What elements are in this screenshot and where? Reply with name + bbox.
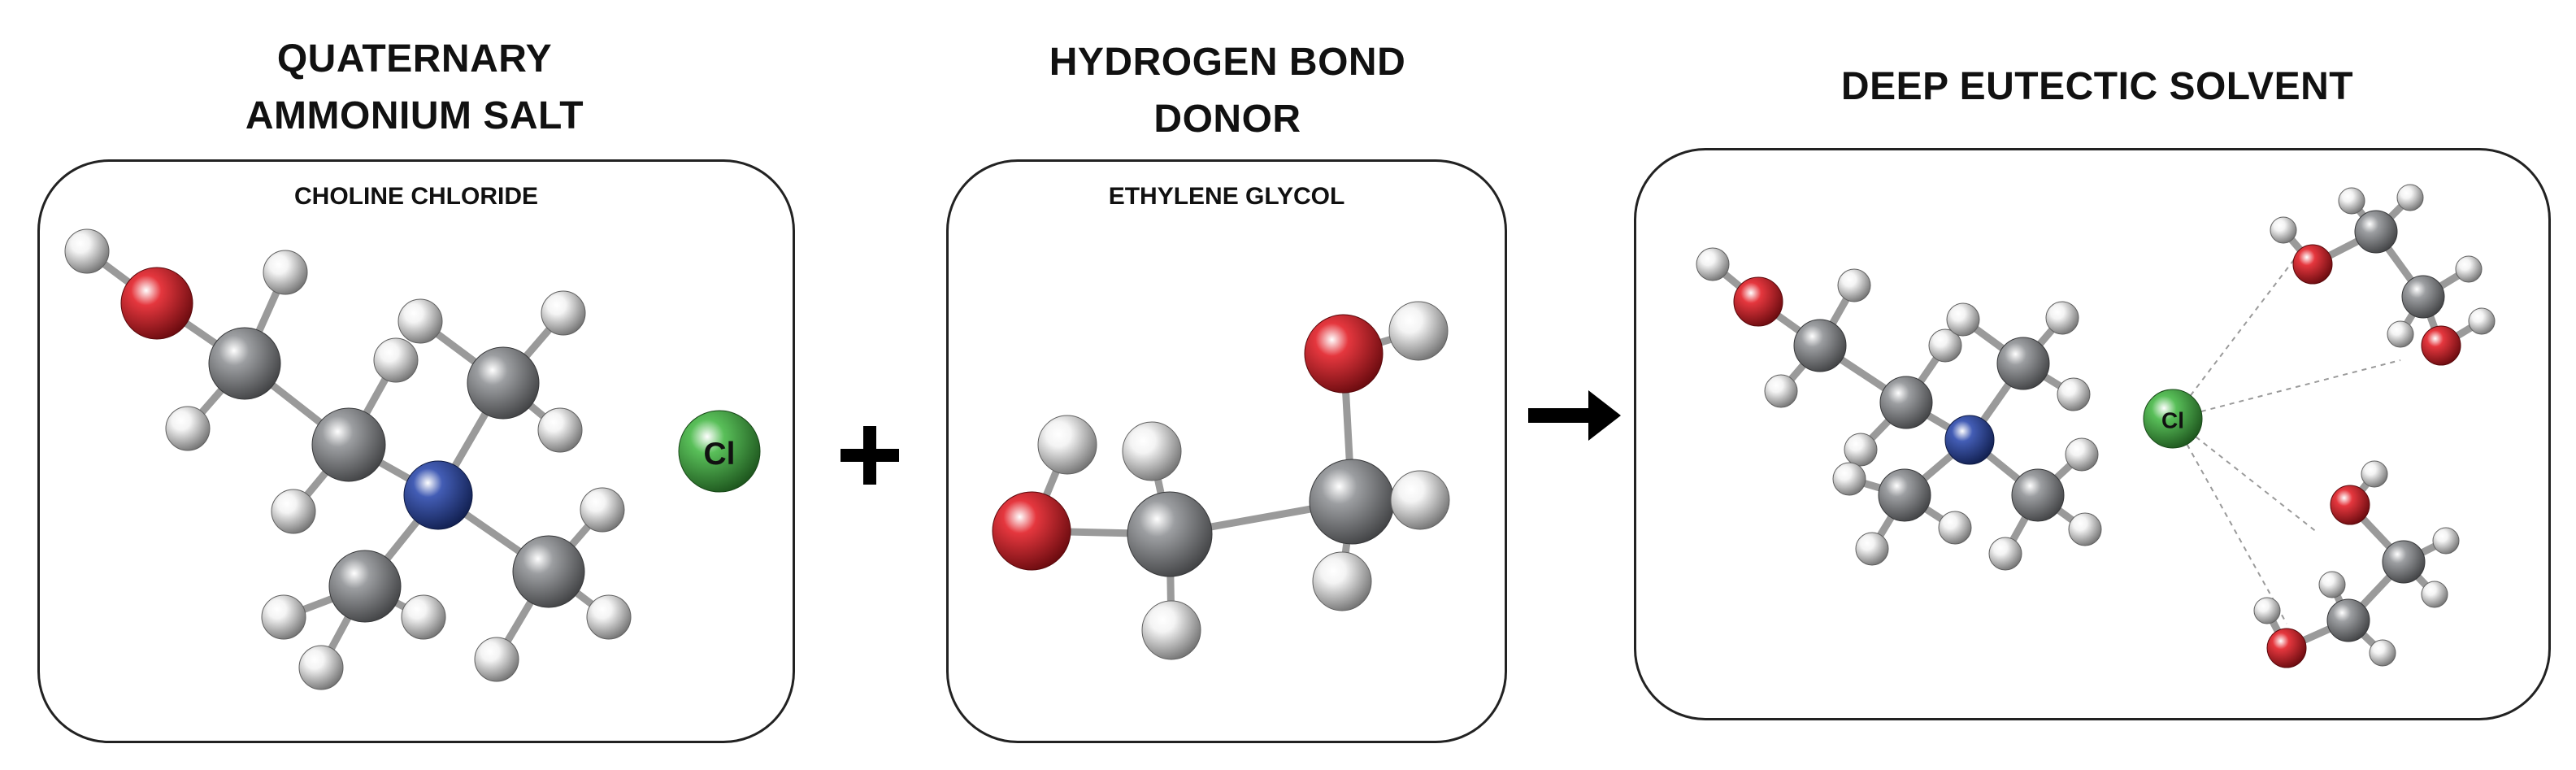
- nitrogen-atom: [403, 460, 473, 530]
- hydrogen-atom: [2318, 571, 2346, 598]
- hydrogen-atom: [1390, 470, 1450, 530]
- oxygen-atom: [2292, 244, 2333, 285]
- carbon-atom: [2326, 598, 2370, 642]
- hydrogen-atom: [2045, 301, 2079, 335]
- hydrogen-atom: [401, 594, 446, 640]
- hydrogen-atom: [64, 228, 110, 274]
- carbon-atom: [1309, 459, 1395, 545]
- hydrogen-atom: [1946, 302, 1980, 337]
- carbon-atom: [208, 327, 281, 400]
- donor-heading: HYDROGEN BOND DONOR: [1000, 34, 1455, 148]
- hydrogen-atom: [1696, 247, 1730, 281]
- oxygen-atom: [2421, 325, 2461, 366]
- hydrogen-atom: [165, 406, 211, 451]
- hydrogen-atom: [537, 407, 583, 453]
- donor-heading-line1: HYDROGEN BOND: [1049, 41, 1406, 84]
- hydrogen-atom: [541, 290, 586, 336]
- hydrogen-atom: [1938, 511, 1972, 545]
- hydrogen-atom: [1312, 551, 1372, 611]
- hydrogen-atom: [1837, 268, 1871, 302]
- hydrogen-atom: [1122, 421, 1182, 481]
- des-heading: DEEP EUTECTIC SOLVENT: [1731, 59, 2463, 115]
- ethylene-glycol-panel: ETHYLENE GLYCOL: [946, 159, 1507, 743]
- hydrogen-atom: [1388, 301, 1449, 361]
- hydrogen-atom: [298, 645, 344, 690]
- oxygen-atom: [992, 491, 1071, 571]
- hydrogen-atom: [397, 298, 443, 344]
- hydrogen-atom: [271, 489, 316, 534]
- oxygen-atom: [120, 267, 193, 340]
- hydrogen-atom: [580, 487, 625, 533]
- choline-chloride-label: CHOLINE CHLORIDE: [294, 183, 538, 210]
- oxygen-atom: [2330, 485, 2370, 525]
- carbon-atom: [2382, 540, 2426, 584]
- hydrogen-atom: [261, 594, 306, 640]
- chlorine-atom: [2143, 389, 2203, 449]
- deep-eutectic-solvent-panel: Cl: [1634, 148, 2551, 720]
- des-heading-text: DEEP EUTECTIC SOLVENT: [1840, 65, 2354, 108]
- carbon-atom: [311, 407, 386, 482]
- salt-heading-line1: QUATERNARY: [276, 37, 553, 80]
- hydrogen-atom: [474, 637, 519, 682]
- ethylene-glycol-label: ETHYLENE GLYCOL: [1108, 183, 1345, 210]
- hydrogen-atom: [1037, 415, 1097, 475]
- chloride-label: Cl: [2161, 408, 2184, 433]
- oxygen-atom: [1304, 314, 1384, 394]
- right-arrow-icon: [1528, 390, 1621, 441]
- carbon-atom: [328, 550, 402, 623]
- chlorine-atom: [678, 410, 761, 493]
- hydrogen-bond-line: [2172, 418, 2287, 624]
- hydrogen-bond-line: [2172, 418, 2318, 533]
- choline-chloride-molecule: Cl: [64, 228, 761, 690]
- hydrogen-atom: [1855, 532, 1889, 566]
- choline-chloride-panel: CHOLINE CHLORIDE Cl: [37, 159, 795, 743]
- hydrogen-atom: [2468, 307, 2496, 335]
- carbon-atom: [1793, 319, 1847, 372]
- hydrogen-atom: [1988, 537, 2022, 571]
- salt-heading-line2: AMMONIUM SALT: [245, 94, 584, 137]
- carbon-atom: [2354, 210, 2398, 254]
- carbon-atom: [2401, 275, 2445, 319]
- ethylene-glycol-molecule: [992, 301, 1450, 660]
- carbon-atom: [512, 535, 585, 608]
- hydrogen-atom: [2421, 581, 2448, 608]
- hydrogen-atom: [2455, 255, 2483, 283]
- hydrogen-atom: [2068, 512, 2102, 546]
- hydrogen-atom: [2270, 216, 2297, 244]
- carbon-atom: [2011, 468, 2065, 522]
- hydrogen-atom: [2369, 639, 2396, 667]
- oxygen-atom: [2266, 628, 2307, 668]
- hydrogen-atom: [2387, 320, 2414, 348]
- hydrogen-atom: [2338, 187, 2365, 215]
- donor-heading-line2: DONOR: [1153, 98, 1301, 141]
- hydrogen-bond-line: [2172, 359, 2401, 420]
- hydrogen-atom: [1928, 328, 1962, 363]
- carbon-atom: [1996, 337, 2050, 390]
- carbon-atom: [1127, 491, 1213, 577]
- nitrogen-atom: [1944, 415, 1995, 465]
- plus-icon: [841, 426, 899, 485]
- oxygen-atom: [1733, 276, 1783, 327]
- hydrogen-atom: [2432, 527, 2460, 555]
- hydrogen-atom: [263, 250, 308, 295]
- chloride-label: Cl: [704, 437, 736, 472]
- hydrogen-atom: [1764, 374, 1798, 408]
- salt-heading: QUATERNARY AMMONIUM SALT: [187, 31, 642, 145]
- hydrogen-atom: [2361, 460, 2388, 488]
- hydrogen-atom: [2057, 377, 2091, 411]
- hydrogen-atom: [586, 594, 632, 640]
- hydrogen-atom: [2396, 184, 2424, 211]
- hydrogen-atom: [2065, 437, 2099, 472]
- carbon-atom: [1878, 468, 1931, 522]
- hydrogen-atom: [1844, 433, 1878, 467]
- hydrogen-atom: [1141, 600, 1201, 660]
- hydrogen-atom: [2253, 597, 2281, 624]
- carbon-atom: [467, 346, 540, 420]
- hydrogen-atom: [373, 337, 419, 383]
- carbon-atom: [1879, 376, 1933, 429]
- hydrogen-bond-line: [2172, 247, 2304, 420]
- des-molecule: Cl: [1696, 184, 2496, 668]
- hydrogen-atom: [1832, 462, 1866, 496]
